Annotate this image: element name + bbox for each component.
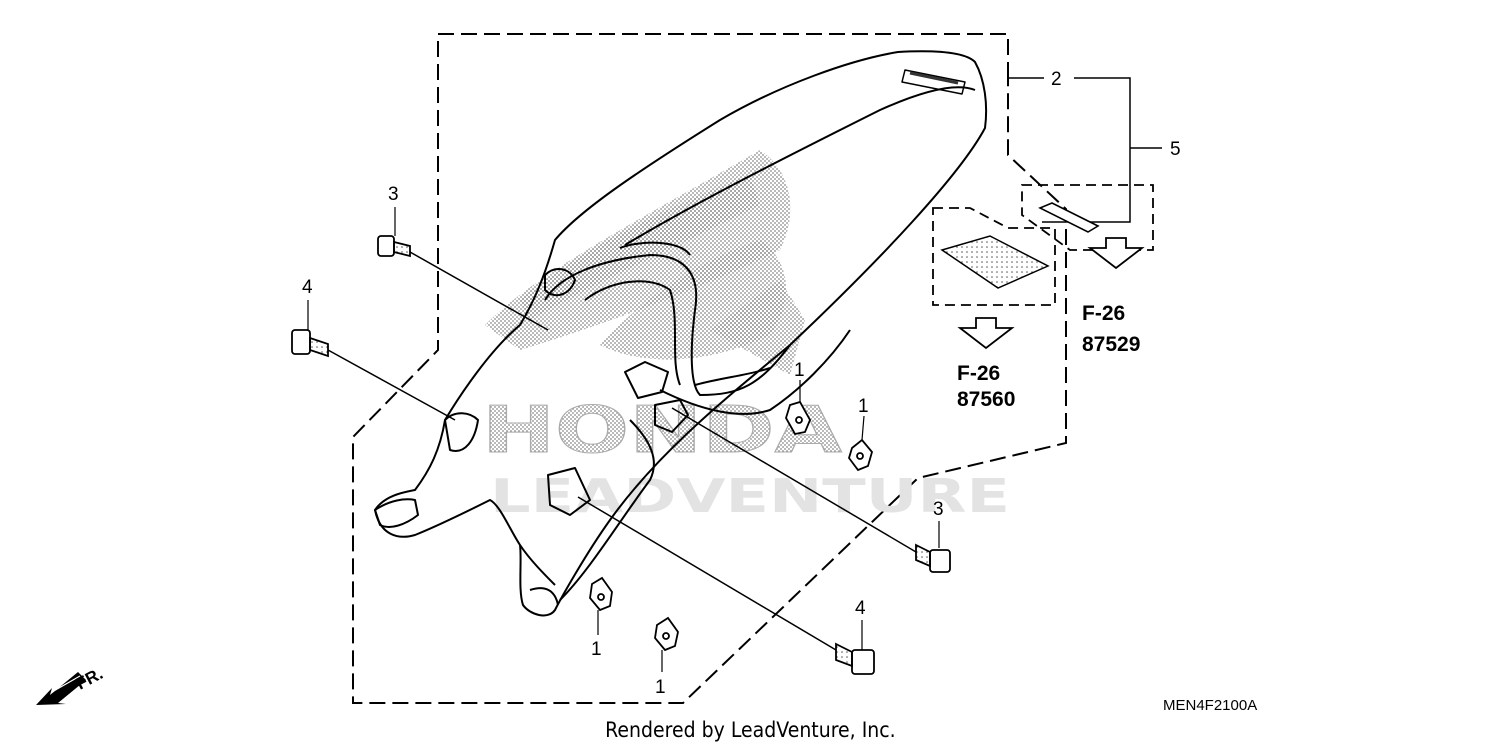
decal-strip-group xyxy=(1021,184,1154,251)
leader-bolt-4-lower xyxy=(577,496,837,651)
callout-5: 5 xyxy=(1170,139,1181,160)
ref-number-decal: 87529 xyxy=(1082,333,1140,356)
bolt-4-upper xyxy=(291,329,329,358)
emblem-sheet-group xyxy=(932,207,1056,306)
bolt-4-lower xyxy=(835,642,875,675)
ref-page-decal: F-26 xyxy=(1082,302,1125,325)
arrow-down-icon xyxy=(1087,237,1145,270)
callout-4-upper: 4 xyxy=(302,277,313,298)
clip-nut-1b xyxy=(848,438,873,472)
callout-1-b: 1 xyxy=(858,396,869,417)
leader-2-to-5 xyxy=(1042,77,1131,223)
leader-bolt-3-lower xyxy=(671,407,917,553)
callout-1-d: 1 xyxy=(655,677,666,698)
ref-number-emblem: 87560 xyxy=(957,388,1015,411)
footer-credit: Rendered by LeadVenture, Inc. xyxy=(0,718,1500,742)
front-direction-label: FR. xyxy=(73,664,106,694)
callout-3-upper: 3 xyxy=(388,184,399,205)
callout-4-lower: 4 xyxy=(855,598,866,619)
front-direction-arrow-icon: FR. xyxy=(36,664,106,705)
rear-fender xyxy=(374,50,988,617)
callout-1-c: 1 xyxy=(591,639,602,660)
diagram-code: MEN4F2100A xyxy=(1163,697,1258,714)
callout-3-lower: 3 xyxy=(933,499,944,520)
assembly-boundary xyxy=(352,33,1067,704)
callout-2: 2 xyxy=(1051,69,1062,90)
emblem-sheet xyxy=(940,235,1050,289)
arrow-down-icon xyxy=(957,317,1015,350)
clip-nut-1c xyxy=(589,576,613,612)
leader-bolt-3-upper xyxy=(409,251,549,331)
leadventure-watermark-text: LEADVENTURE xyxy=(490,469,1010,523)
callout-1-a: 1 xyxy=(794,360,805,381)
ref-page-emblem: F-26 xyxy=(957,362,1000,385)
footer-credit-text: Rendered by LeadVenture, Inc. xyxy=(604,718,896,742)
bolt-3-lower xyxy=(915,543,951,573)
bolt-3-upper xyxy=(377,235,411,258)
honda-watermark-text: HONDA xyxy=(482,394,843,468)
leader-bolt-4-upper xyxy=(327,349,456,421)
decal-strip xyxy=(1038,202,1100,233)
honda-wing-watermark xyxy=(485,150,805,375)
clip-nut-1d xyxy=(654,616,679,652)
